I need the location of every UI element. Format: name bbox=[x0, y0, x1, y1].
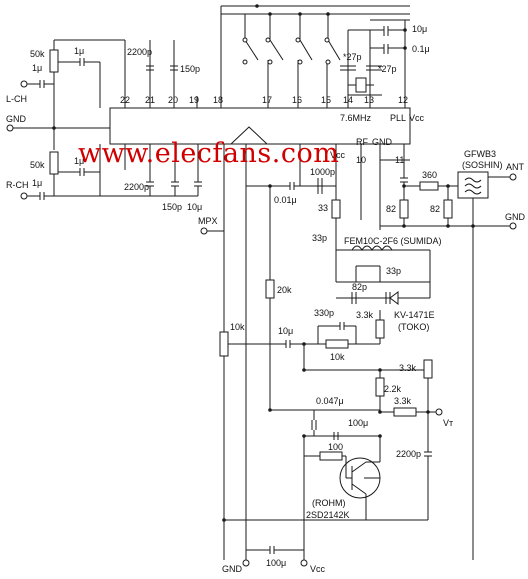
res-2-2k: 2.2k bbox=[384, 384, 402, 394]
pin-18: 18 bbox=[213, 95, 223, 105]
pll-label: PLL bbox=[390, 113, 406, 123]
cap-100u: 100μ bbox=[348, 418, 368, 428]
pin-14: 14 bbox=[343, 95, 353, 105]
cap-01u-top: 0.1μ bbox=[412, 44, 430, 54]
pin-17: 17 bbox=[262, 95, 272, 105]
rf-path bbox=[246, 178, 341, 410]
cap-27p-a: *27p bbox=[343, 52, 362, 62]
rohm-label: (ROHM) bbox=[312, 498, 346, 508]
vt-label: Vт bbox=[443, 418, 453, 428]
cap-33p: 33p bbox=[312, 233, 327, 243]
input-gnd: GND bbox=[6, 114, 27, 124]
right-input-network bbox=[20, 144, 202, 200]
modulation-section bbox=[219, 310, 443, 522]
transistor-part: 2SD2142K bbox=[306, 510, 350, 520]
pin-gnd-bottom: GND bbox=[372, 137, 393, 147]
ic-top-pins bbox=[124, 6, 406, 108]
pin-22: 22 bbox=[120, 95, 130, 105]
cap-330p: 330p bbox=[314, 308, 334, 318]
cap-150p-left: 150p bbox=[180, 64, 200, 74]
cap-10u: 10μ bbox=[278, 326, 293, 336]
cap-1u-left-2: 1μ bbox=[74, 46, 84, 56]
bottom-supply bbox=[242, 520, 308, 567]
pot-50k-left: 50k bbox=[30, 49, 45, 59]
pin-20: 20 bbox=[168, 95, 178, 105]
gnd-bottom-label: GND bbox=[222, 564, 243, 574]
pin-12: 12 bbox=[398, 95, 408, 105]
pll-caps bbox=[370, 19, 410, 54]
pot-10k: 10k bbox=[230, 322, 245, 332]
cap-10u-right: 10μ bbox=[187, 202, 202, 212]
cap-1u-right: 1μ bbox=[32, 178, 42, 188]
pin-16: 16 bbox=[292, 95, 302, 105]
res-20k: 20k bbox=[277, 285, 292, 295]
res-10k: 10k bbox=[330, 352, 345, 362]
cap-2200p-left: 2200p bbox=[127, 47, 152, 57]
cap-1u-left: 1μ bbox=[32, 63, 42, 73]
res-82-a: 82 bbox=[386, 204, 396, 214]
input-mpx: MPX bbox=[198, 216, 218, 226]
gnd-line bbox=[6, 84, 110, 150]
pin-10: 10 bbox=[356, 155, 366, 165]
gnd-right-label: GND bbox=[505, 212, 526, 222]
ic-top-pin-labels: 22 21 20 19 18 17 16 15 14 13 12 bbox=[120, 95, 408, 105]
pin-vcc-bottom: Vcc bbox=[330, 150, 346, 160]
cap-2200p-right: 2200p bbox=[124, 182, 149, 192]
cap-2200p-b: 2200p bbox=[396, 449, 421, 459]
left-input-network bbox=[20, 39, 178, 108]
pin-19: 19 bbox=[189, 95, 199, 105]
pin-15: 15 bbox=[321, 95, 331, 105]
cap-100u-bottom: 100μ bbox=[266, 558, 286, 568]
cap-1000p: 1000p bbox=[310, 167, 335, 177]
toko-label: (TOKO) bbox=[398, 322, 429, 332]
cap-82p: 82p bbox=[352, 282, 367, 292]
cap-150p-right: 150p bbox=[162, 202, 182, 212]
vcc-label-top: Vcc bbox=[409, 113, 425, 123]
vcc-bottom-label: Vcc bbox=[310, 564, 326, 574]
watermark-text: www.elecfans.com bbox=[78, 138, 340, 169]
coil-label: FEM10C-2F6 (SUMIDA) bbox=[344, 236, 442, 246]
cap-1u-right-2: 1μ bbox=[74, 156, 84, 166]
input-right: R-CH bbox=[6, 180, 29, 190]
cap-10u-top: 10μ bbox=[412, 24, 427, 34]
cap-33p-b: 33p bbox=[386, 266, 401, 276]
cap-001u: 0.01μ bbox=[274, 195, 297, 205]
res-3-3k-c: 3.3k bbox=[394, 396, 412, 406]
pin-rf: RF bbox=[356, 137, 368, 147]
res-3-3k: 3.3k bbox=[356, 310, 374, 320]
varicap-label: KV-1471E bbox=[394, 310, 435, 320]
pin-13: 13 bbox=[364, 95, 374, 105]
osc-label: 7.6MHz bbox=[340, 113, 372, 123]
cap-27p-b: *27p bbox=[378, 64, 397, 74]
res-82-b: 82 bbox=[430, 204, 440, 214]
ant-section bbox=[380, 159, 517, 560]
mpx-terminal bbox=[200, 227, 208, 235]
filter-label: GFWB3 bbox=[464, 149, 496, 159]
input-left: L-CH bbox=[6, 94, 27, 104]
crystal-section bbox=[340, 29, 382, 96]
cap-0047u: 0.047μ bbox=[316, 396, 344, 406]
soshin-label: (SOSHIN) bbox=[462, 160, 503, 170]
coil-section bbox=[336, 245, 431, 305]
res-33: 33 bbox=[318, 203, 328, 213]
res-100: 100 bbox=[328, 442, 343, 452]
pin-21: 21 bbox=[145, 95, 155, 105]
pot-50k-right: 50k bbox=[30, 160, 45, 170]
switch-network bbox=[220, 4, 410, 108]
ant-label: ANT bbox=[506, 162, 525, 172]
ic-body bbox=[109, 107, 411, 145]
res-3-3k-b: 3.3k bbox=[399, 363, 417, 373]
res-360: 360 bbox=[422, 170, 437, 180]
ic-notch bbox=[230, 126, 268, 145]
